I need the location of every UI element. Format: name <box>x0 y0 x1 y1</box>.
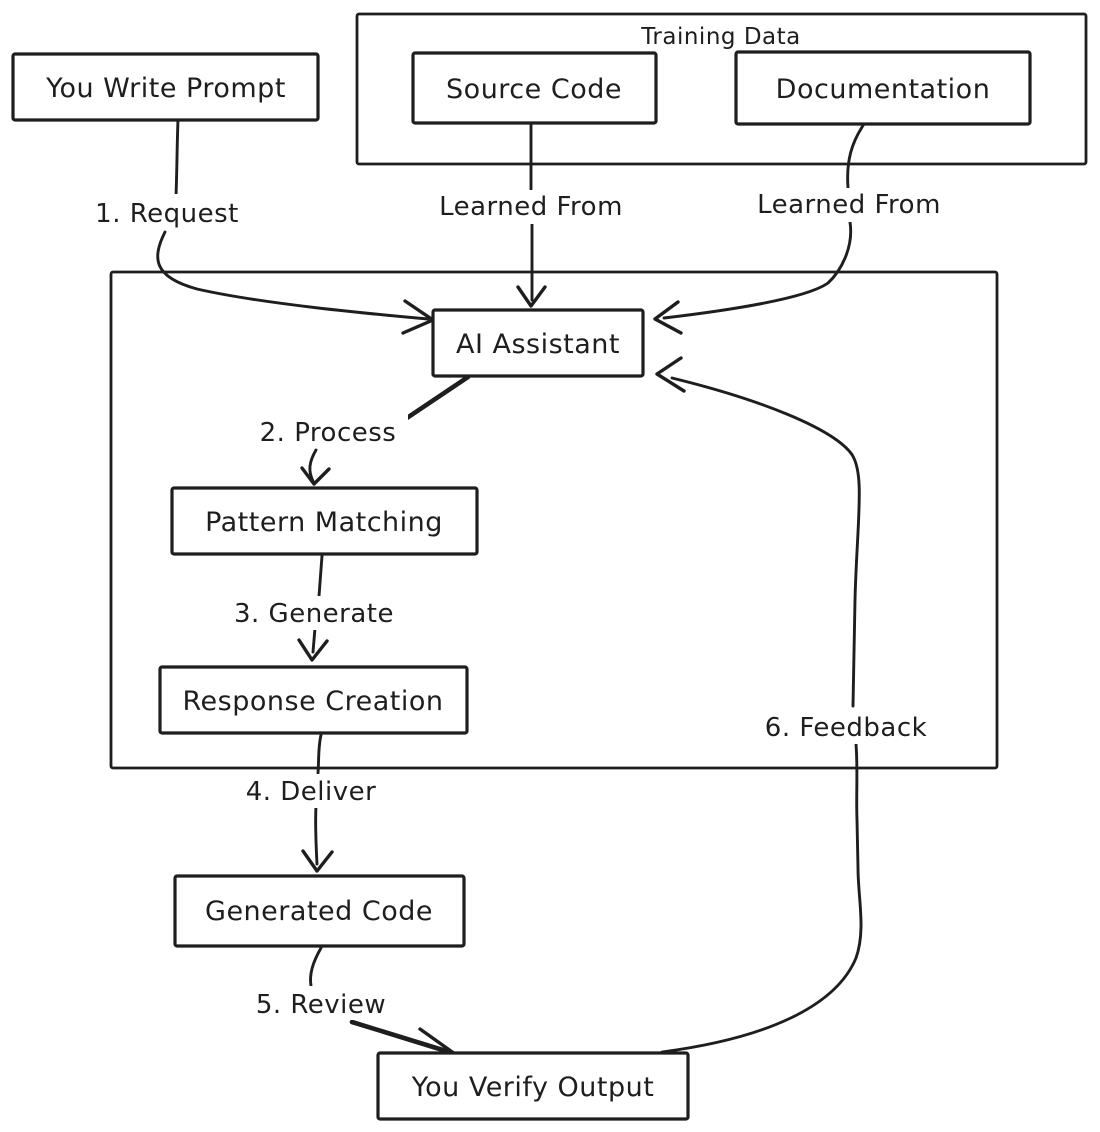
documentation-box <box>734 50 1032 126</box>
source-code-box <box>411 51 658 125</box>
generated-code-box <box>173 874 466 948</box>
edge-generate <box>297 554 329 662</box>
you-write-prompt-box <box>11 52 320 122</box>
edge-feedback-lower-curve <box>660 742 863 1054</box>
arrowhead-process <box>300 466 331 486</box>
arrowhead-deliver <box>301 849 334 873</box>
process-label-bg <box>248 414 408 448</box>
request-label-bg <box>88 194 246 230</box>
edge-learned-from-source <box>516 122 547 308</box>
edge-label-feedback: 6. Feedback <box>765 713 927 743</box>
response-creation-box <box>158 665 469 735</box>
ai-assistant-label: AI Assistant <box>456 329 620 360</box>
you-verify-output-label: You Verify Output <box>411 1072 655 1103</box>
arrowhead-feedback <box>655 356 686 393</box>
edge-generate-stub <box>317 554 324 598</box>
deliver-label-bg <box>246 774 376 808</box>
edge-learned-from-docs <box>653 122 866 335</box>
edge-request-curve <box>156 230 430 321</box>
pattern-matching-label: Pattern Matching <box>205 507 443 538</box>
edge-label-review: 5. Review <box>256 990 386 1020</box>
arrowhead-generate <box>297 638 329 662</box>
generate-label-bg <box>232 596 396 630</box>
review-label-bg <box>250 986 392 1020</box>
documentation-label: Documentation <box>776 74 991 105</box>
edge-generate-line <box>311 626 317 654</box>
node-pattern-matching: Pattern Matching <box>170 486 479 556</box>
node-ai-assistant: AI Assistant <box>431 308 645 378</box>
you-verify-output-box <box>376 1051 690 1121</box>
edge-deliver <box>301 733 334 873</box>
edge-label-request: 1. Request <box>95 199 239 229</box>
training-data-container <box>355 12 1088 166</box>
edge-feedback-upper-curve <box>670 376 861 708</box>
edge-feedback <box>655 356 863 1054</box>
ai-assistant-box <box>431 308 645 378</box>
learned-docs-label-bg <box>750 188 948 222</box>
node-source-code: Source Code <box>411 51 658 125</box>
edge-review-diagonal <box>349 1019 449 1054</box>
arrowhead-learned-source <box>516 285 547 308</box>
edge-deliver-line <box>314 804 319 866</box>
edge-process-hook <box>308 448 318 483</box>
feedback-label-bg <box>758 708 934 744</box>
edge-label-process: 2. Process <box>260 418 397 448</box>
edge-learned-docs-curve <box>662 220 853 320</box>
training-data-label: Training Data <box>640 24 800 50</box>
edge-request-stub <box>174 118 180 198</box>
node-you-write-prompt: You Write Prompt <box>11 52 320 122</box>
edge-label-generate: 3. Generate <box>234 599 394 629</box>
edge-learned-docs-stub <box>846 122 866 190</box>
node-response-creation: Response Creation <box>158 665 469 735</box>
edge-label-deliver: 4. Deliver <box>246 777 377 807</box>
node-generated-code: Generated Code <box>173 874 466 948</box>
ai-system-container <box>109 270 999 770</box>
edge-deliver-stub <box>316 733 323 775</box>
learned-source-label-bg <box>432 190 630 224</box>
edge-review-stub <box>309 946 323 988</box>
edge-label-learned-from-docs: Learned From <box>757 190 941 220</box>
response-creation-label: Response Creation <box>183 686 444 717</box>
source-code-label: Source Code <box>446 74 622 105</box>
node-documentation: Documentation <box>734 50 1032 126</box>
node-you-verify-output: You Verify Output <box>376 1051 690 1121</box>
generated-code-label: Generated Code <box>205 896 433 927</box>
you-write-prompt-label: You Write Prompt <box>45 73 286 104</box>
arrowhead-learned-docs <box>653 300 683 335</box>
pattern-matching-box <box>170 486 479 556</box>
edge-label-learned-from-source: Learned From <box>439 192 623 222</box>
